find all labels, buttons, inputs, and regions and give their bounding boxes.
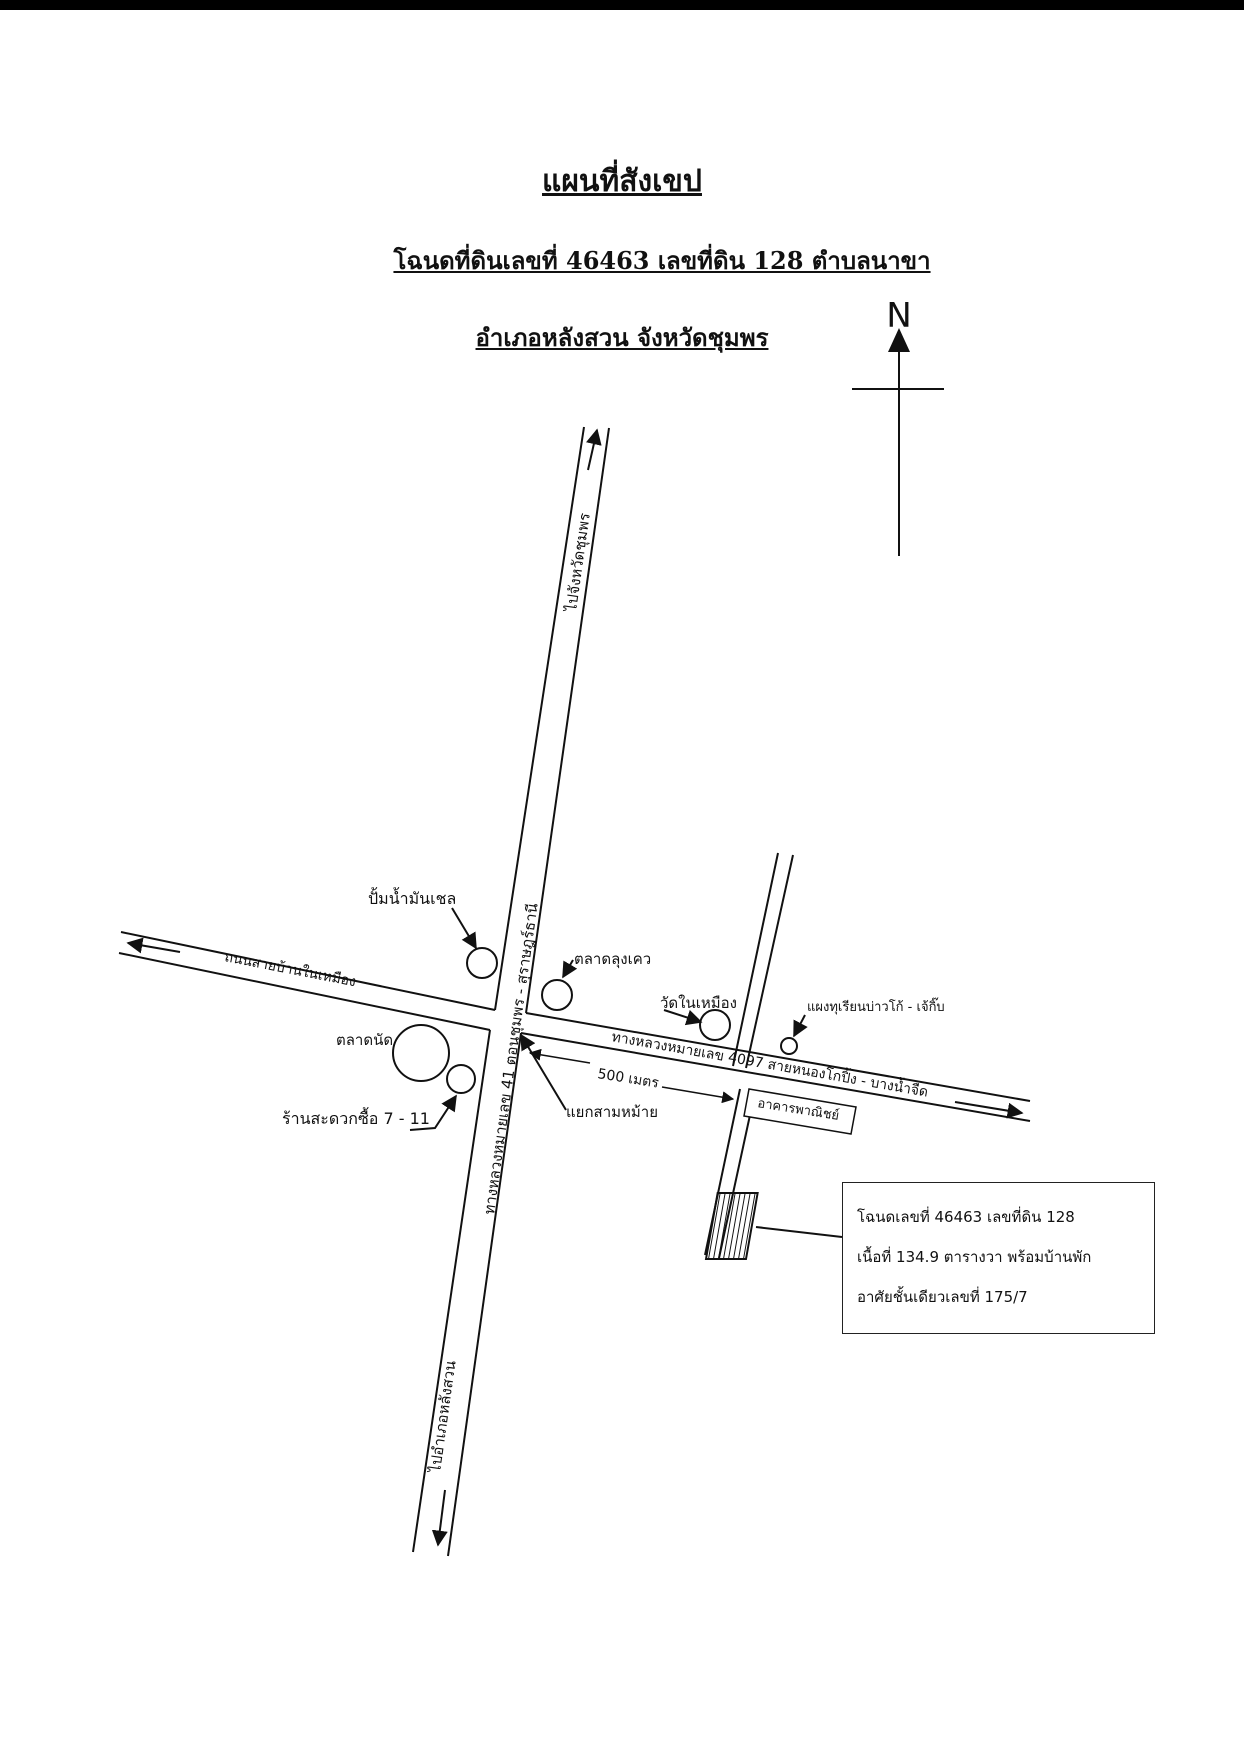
commercial-building: อาคารพาณิชย์	[743, 1088, 857, 1135]
wat-nai-mueang-label: วัดในเหมือง	[660, 994, 737, 1012]
market: ตลาดนัด	[336, 1024, 450, 1082]
highway-4097	[520, 1012, 1031, 1122]
north-label: N	[886, 293, 911, 333]
distance-label: 500 เมตร	[596, 1066, 660, 1092]
market-label: ตลาดนัด	[336, 1031, 393, 1049]
to-lang-suan-label: ไปอำเภอหลังสวน	[426, 1359, 460, 1474]
plot-info-box: โฉนดเลขที่ 46463 เลขที่ดิน 128 เนื้อที่ …	[842, 1182, 1155, 1334]
highway-41	[412, 426, 610, 1557]
wat-nai-mueang: วัดในเหมือง	[660, 994, 737, 1041]
land-plot	[704, 1192, 759, 1260]
highway-4097-label: ทางหลวงหมายเลข 4097 สายหนองโกปิ้ง - บางน…	[610, 1026, 929, 1100]
shell-station-label: ปั้มน้ำมันเชล	[368, 887, 456, 908]
west-road-label: ถนนสายบ้านในเหมือง	[223, 948, 357, 990]
durian-stall-label: แผงทุเรียนบ่าวโก้ - เจ้กิ๊บ	[807, 997, 945, 1015]
durian-stall: แผงทุเรียนบ่าวโก้ - เจ้กิ๊บ	[780, 997, 945, 1055]
info-house-line: อาศัยชั้นเดียวเลขที่ 175/7	[857, 1288, 1028, 1306]
plot-pointer-line	[755, 1226, 843, 1238]
map-title: แผนที่สังเขป	[542, 164, 702, 199]
junction-label: แยกสามหม้าย	[566, 1103, 658, 1121]
lung-kaew-market: ตลาดลุงเคว	[541, 950, 651, 1011]
seven-eleven: ร้านสะดวกซื้อ 7 - 11	[282, 1064, 476, 1131]
info-deed-line: โฉนดเลขที่ 46463 เลขที่ดิน 128	[857, 1208, 1075, 1226]
junction: แยกสามหม้าย	[520, 1033, 658, 1121]
deed-subtitle: โฉนดที่ดินเลขที่ 46463 เลขที่ดิน 128 ตำบ…	[393, 246, 931, 275]
info-area-line: เนื้อที่ 134.9 ตารางวา พร้อมบ้านพัก	[857, 1248, 1092, 1266]
lung-kaew-market-label: ตลาดลุงเคว	[574, 950, 651, 969]
west-road	[118, 931, 496, 1031]
district-subtitle: อำเภอหลังสวน จังหวัดชุมพร	[475, 323, 769, 352]
seven-eleven-label: ร้านสะดวกซื้อ 7 - 11	[282, 1107, 430, 1128]
scan-top-edge	[0, 0, 1244, 10]
north-arrow: N	[852, 293, 944, 556]
shell-station: ปั้มน้ำมันเชล	[368, 887, 498, 979]
